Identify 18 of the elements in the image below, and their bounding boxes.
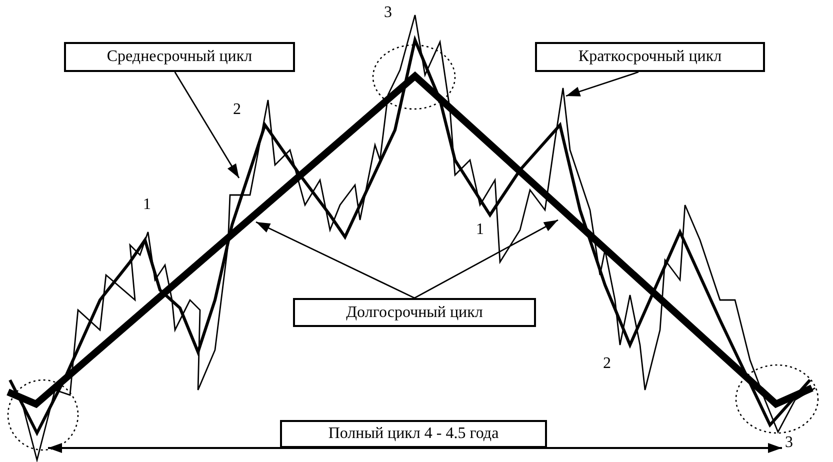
leader-arrow bbox=[414, 219, 558, 299]
leader-arrow bbox=[256, 221, 415, 299]
wave-number: 2 bbox=[603, 355, 611, 373]
wave-number: 3 bbox=[384, 4, 392, 22]
wave-number: 1 bbox=[476, 221, 484, 239]
wave-number: 3 bbox=[785, 434, 793, 452]
label-box bbox=[280, 420, 547, 448]
box-label-text: Краткосрочный цикл bbox=[578, 48, 722, 66]
wave-number: 1 bbox=[143, 196, 151, 214]
leader-arrow bbox=[174, 72, 240, 178]
box-label-text: Полный цикл 4 - 4.5 года bbox=[328, 425, 499, 443]
box-label-text: Среднесрочный цикл bbox=[106, 48, 252, 66]
label-box bbox=[293, 298, 536, 327]
label-box bbox=[535, 42, 765, 72]
wave-number: 2 bbox=[233, 101, 241, 119]
label-box bbox=[64, 42, 295, 72]
box-label-text: Долгосрочный цикл bbox=[346, 304, 483, 322]
leader-arrow bbox=[566, 71, 639, 97]
